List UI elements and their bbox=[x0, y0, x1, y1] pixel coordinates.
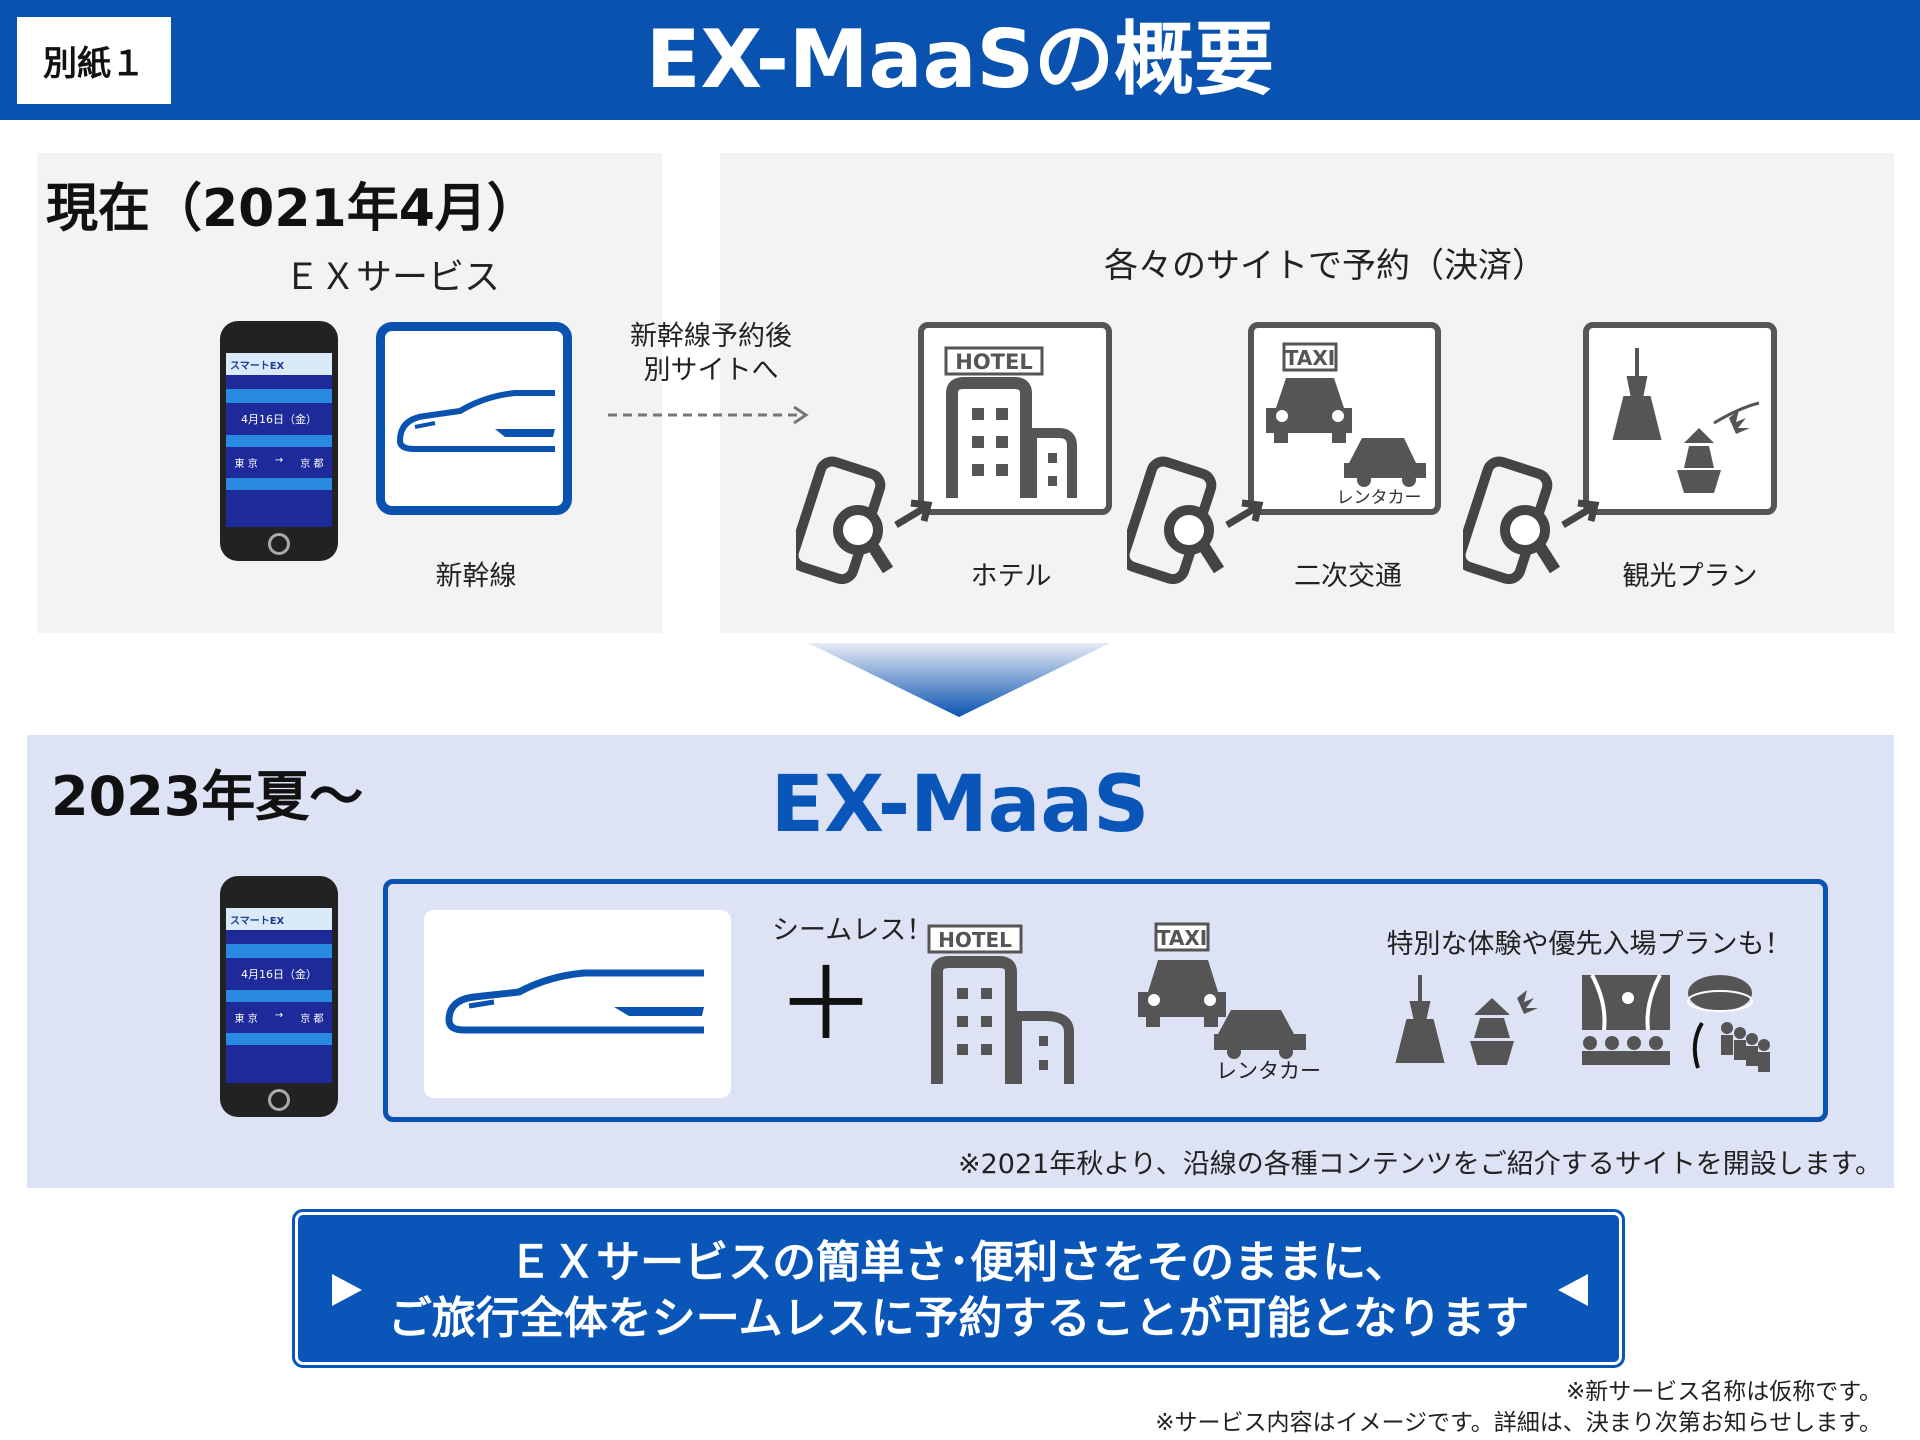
phone-screen: スマートEX 4月16日（金） 東 京→京 都 bbox=[226, 908, 332, 1083]
attachment-tag: 別紙１ bbox=[17, 17, 171, 104]
shinkansen-icon bbox=[397, 390, 555, 452]
hotel-icon-text: HOTEL bbox=[955, 350, 1032, 374]
stage-show-icon bbox=[1582, 974, 1670, 1065]
shinkansen-label: 新幹線 bbox=[435, 561, 517, 592]
smartphone-image: スマートEX 4月16日（金） 東 京→京 都 bbox=[220, 321, 338, 561]
shinkansen-card bbox=[424, 910, 731, 1098]
phone-to: 京 都 bbox=[300, 459, 324, 470]
tokyo-tower-icon bbox=[1395, 975, 1445, 1063]
footnote-content: ※サービス内容はイメージです。詳細は、決まり次第お知らせします。 bbox=[1155, 1410, 1882, 1436]
future-title: 2023年夏〜 bbox=[51, 765, 364, 828]
phone-screen: スマートEX 4月16日（金） 東 京→京 都 bbox=[226, 353, 332, 527]
taxi-rentacar-icon-box: TAXI レンタカー bbox=[1248, 322, 1441, 515]
down-arrow-icon bbox=[808, 643, 1110, 717]
taxi-icon-text: TAXI bbox=[1285, 346, 1335, 370]
taxi-icon-text: TAXI bbox=[1157, 926, 1207, 950]
hotel-icon: HOTEL bbox=[927, 924, 1074, 1084]
phone-date: 4月16日（金） bbox=[241, 968, 317, 981]
right-triangle-icon bbox=[332, 1274, 362, 1306]
header-bar bbox=[0, 0, 1920, 120]
phone-from: 東 京 bbox=[234, 459, 258, 470]
hotel-icon-box: HOTEL bbox=[918, 322, 1112, 515]
banner-line-1: ＥＸサービスの簡単さ･便利さをそのままに、 bbox=[508, 1237, 1409, 1288]
ex-maas-services-box bbox=[383, 879, 1828, 1122]
footnote-name: ※新サービス名称は仮称です。 bbox=[1566, 1379, 1882, 1405]
transport-label: 二次交通 bbox=[1294, 561, 1402, 592]
hotel-icon: HOTEL bbox=[944, 346, 1077, 498]
page-title: EX-MaaSの概要 bbox=[645, 13, 1275, 106]
other-sites-title: 各々のサイトで予約（決済） bbox=[1104, 246, 1546, 286]
phone-search-icon bbox=[796, 456, 933, 585]
pagoda-icon bbox=[1470, 990, 1538, 1065]
phone-search-icon bbox=[1463, 456, 1600, 585]
special-experience-label: 特別な体験や優先入場プランも！ bbox=[1386, 929, 1792, 960]
home-button bbox=[268, 533, 290, 555]
current-title: 現在（2021年4月） bbox=[46, 179, 539, 239]
transfer-note: 新幹線予約後別サイトへ bbox=[630, 320, 792, 388]
sightseeing-icon-box bbox=[1583, 322, 1777, 515]
experience-icons bbox=[1395, 974, 1770, 1072]
rentacar-label: レンタカー bbox=[1216, 1059, 1321, 1083]
sightseeing-icon bbox=[1612, 348, 1760, 493]
transfer-note-line: 新幹線予約後 bbox=[630, 321, 792, 352]
phone-to: 京 都 bbox=[300, 1014, 324, 1025]
smartphone-image: スマートEX 4月16日（金） 東 京→京 都 bbox=[220, 876, 338, 1117]
taxi-rentacar-icon: TAXI bbox=[1138, 922, 1306, 1059]
phone-search-icon bbox=[1127, 456, 1264, 585]
site-launch-note: ※2021年秋より、沿線の各種コンテンツをご紹介するサイトを開設します。 bbox=[957, 1149, 1882, 1180]
ex-service-label: ＥＸサービス bbox=[283, 257, 501, 298]
seamless-label: シームレス！ bbox=[772, 915, 934, 946]
app-logo: スマートEX bbox=[226, 353, 332, 375]
hotel-icon-text: HOTEL bbox=[938, 928, 1012, 952]
phone-from: 東 京 bbox=[234, 1014, 258, 1025]
banner-line-2: ご旅行全体をシームレスに予約することが可能となります bbox=[387, 1293, 1530, 1344]
home-button bbox=[268, 1089, 290, 1111]
plus-icon: ＋ bbox=[776, 946, 876, 1063]
rentacar-text: レンタカー bbox=[1337, 488, 1422, 508]
app-logo: スマートEX bbox=[226, 908, 332, 930]
transfer-note-line: 別サイトへ bbox=[643, 355, 779, 386]
left-triangle-icon bbox=[1558, 1274, 1588, 1306]
stadium-priority-entry-icon bbox=[1687, 975, 1770, 1072]
ex-maas-brand: EX-MaaS bbox=[770, 760, 1150, 850]
shinkansen-icon-box bbox=[376, 322, 572, 515]
taxi-rentacar-icon: TAXI レンタカー bbox=[1266, 342, 1426, 508]
summary-banner: ＥＸサービスの簡単さ･便利さをそのままに、 ご旅行全体をシームレスに予約すること… bbox=[292, 1209, 1625, 1368]
shinkansen-icon bbox=[445, 969, 704, 1034]
dashed-arrow-icon bbox=[608, 405, 809, 425]
sightseeing-label: 観光プラン bbox=[1622, 561, 1758, 592]
hotel-label: ホテル bbox=[970, 561, 1052, 592]
phone-date: 4月16日（金） bbox=[241, 413, 317, 426]
